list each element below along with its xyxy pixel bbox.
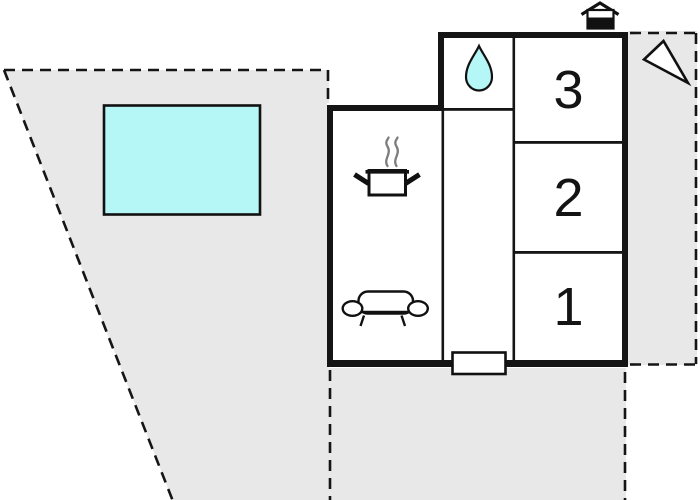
sofa-armrest-right xyxy=(407,300,430,318)
pot-handle-right xyxy=(404,172,421,186)
sofa-leg-left xyxy=(359,315,366,327)
wall-living-top xyxy=(327,105,444,111)
wall-east xyxy=(622,32,628,367)
room-label-3: 3 xyxy=(553,59,584,120)
plot-ground-right-strip xyxy=(622,31,697,365)
house-floor-main-section xyxy=(327,103,628,367)
north-arrow-icon xyxy=(641,38,692,87)
room-label-1: 1 xyxy=(553,277,584,337)
sofa-leg-right xyxy=(400,315,407,327)
wall-divider-room2-room1 xyxy=(513,251,623,254)
wall-corridor-west xyxy=(441,108,445,362)
house-floor xyxy=(327,30,628,367)
wall-bathroom-south xyxy=(441,108,515,111)
pot-handle-left xyxy=(353,172,370,186)
swimming-pool xyxy=(102,104,262,216)
sofa-armrest-left xyxy=(341,300,364,318)
steam-wave-left xyxy=(385,136,390,168)
pot-body xyxy=(367,169,407,197)
sofa-icon xyxy=(341,290,430,327)
wall-top xyxy=(438,32,628,38)
entrance-door xyxy=(451,351,507,376)
steam-icon xyxy=(385,136,399,168)
water-drop-icon xyxy=(464,43,494,92)
steam-wave-right xyxy=(394,136,399,168)
wall-west xyxy=(327,105,333,367)
wall-rooms-west xyxy=(512,36,516,362)
cooking-pot-icon xyxy=(353,169,421,197)
plot-boundary-diagonal xyxy=(2,69,174,500)
plot-boundary-dashed xyxy=(2,31,700,500)
room-label-2: 2 xyxy=(553,168,584,228)
chimney-icon xyxy=(580,1,620,30)
chimney-band xyxy=(587,17,614,29)
sofa-back xyxy=(357,290,415,315)
wall-divider-room3-room2 xyxy=(513,141,623,144)
wall-bathroom-west xyxy=(438,32,444,110)
